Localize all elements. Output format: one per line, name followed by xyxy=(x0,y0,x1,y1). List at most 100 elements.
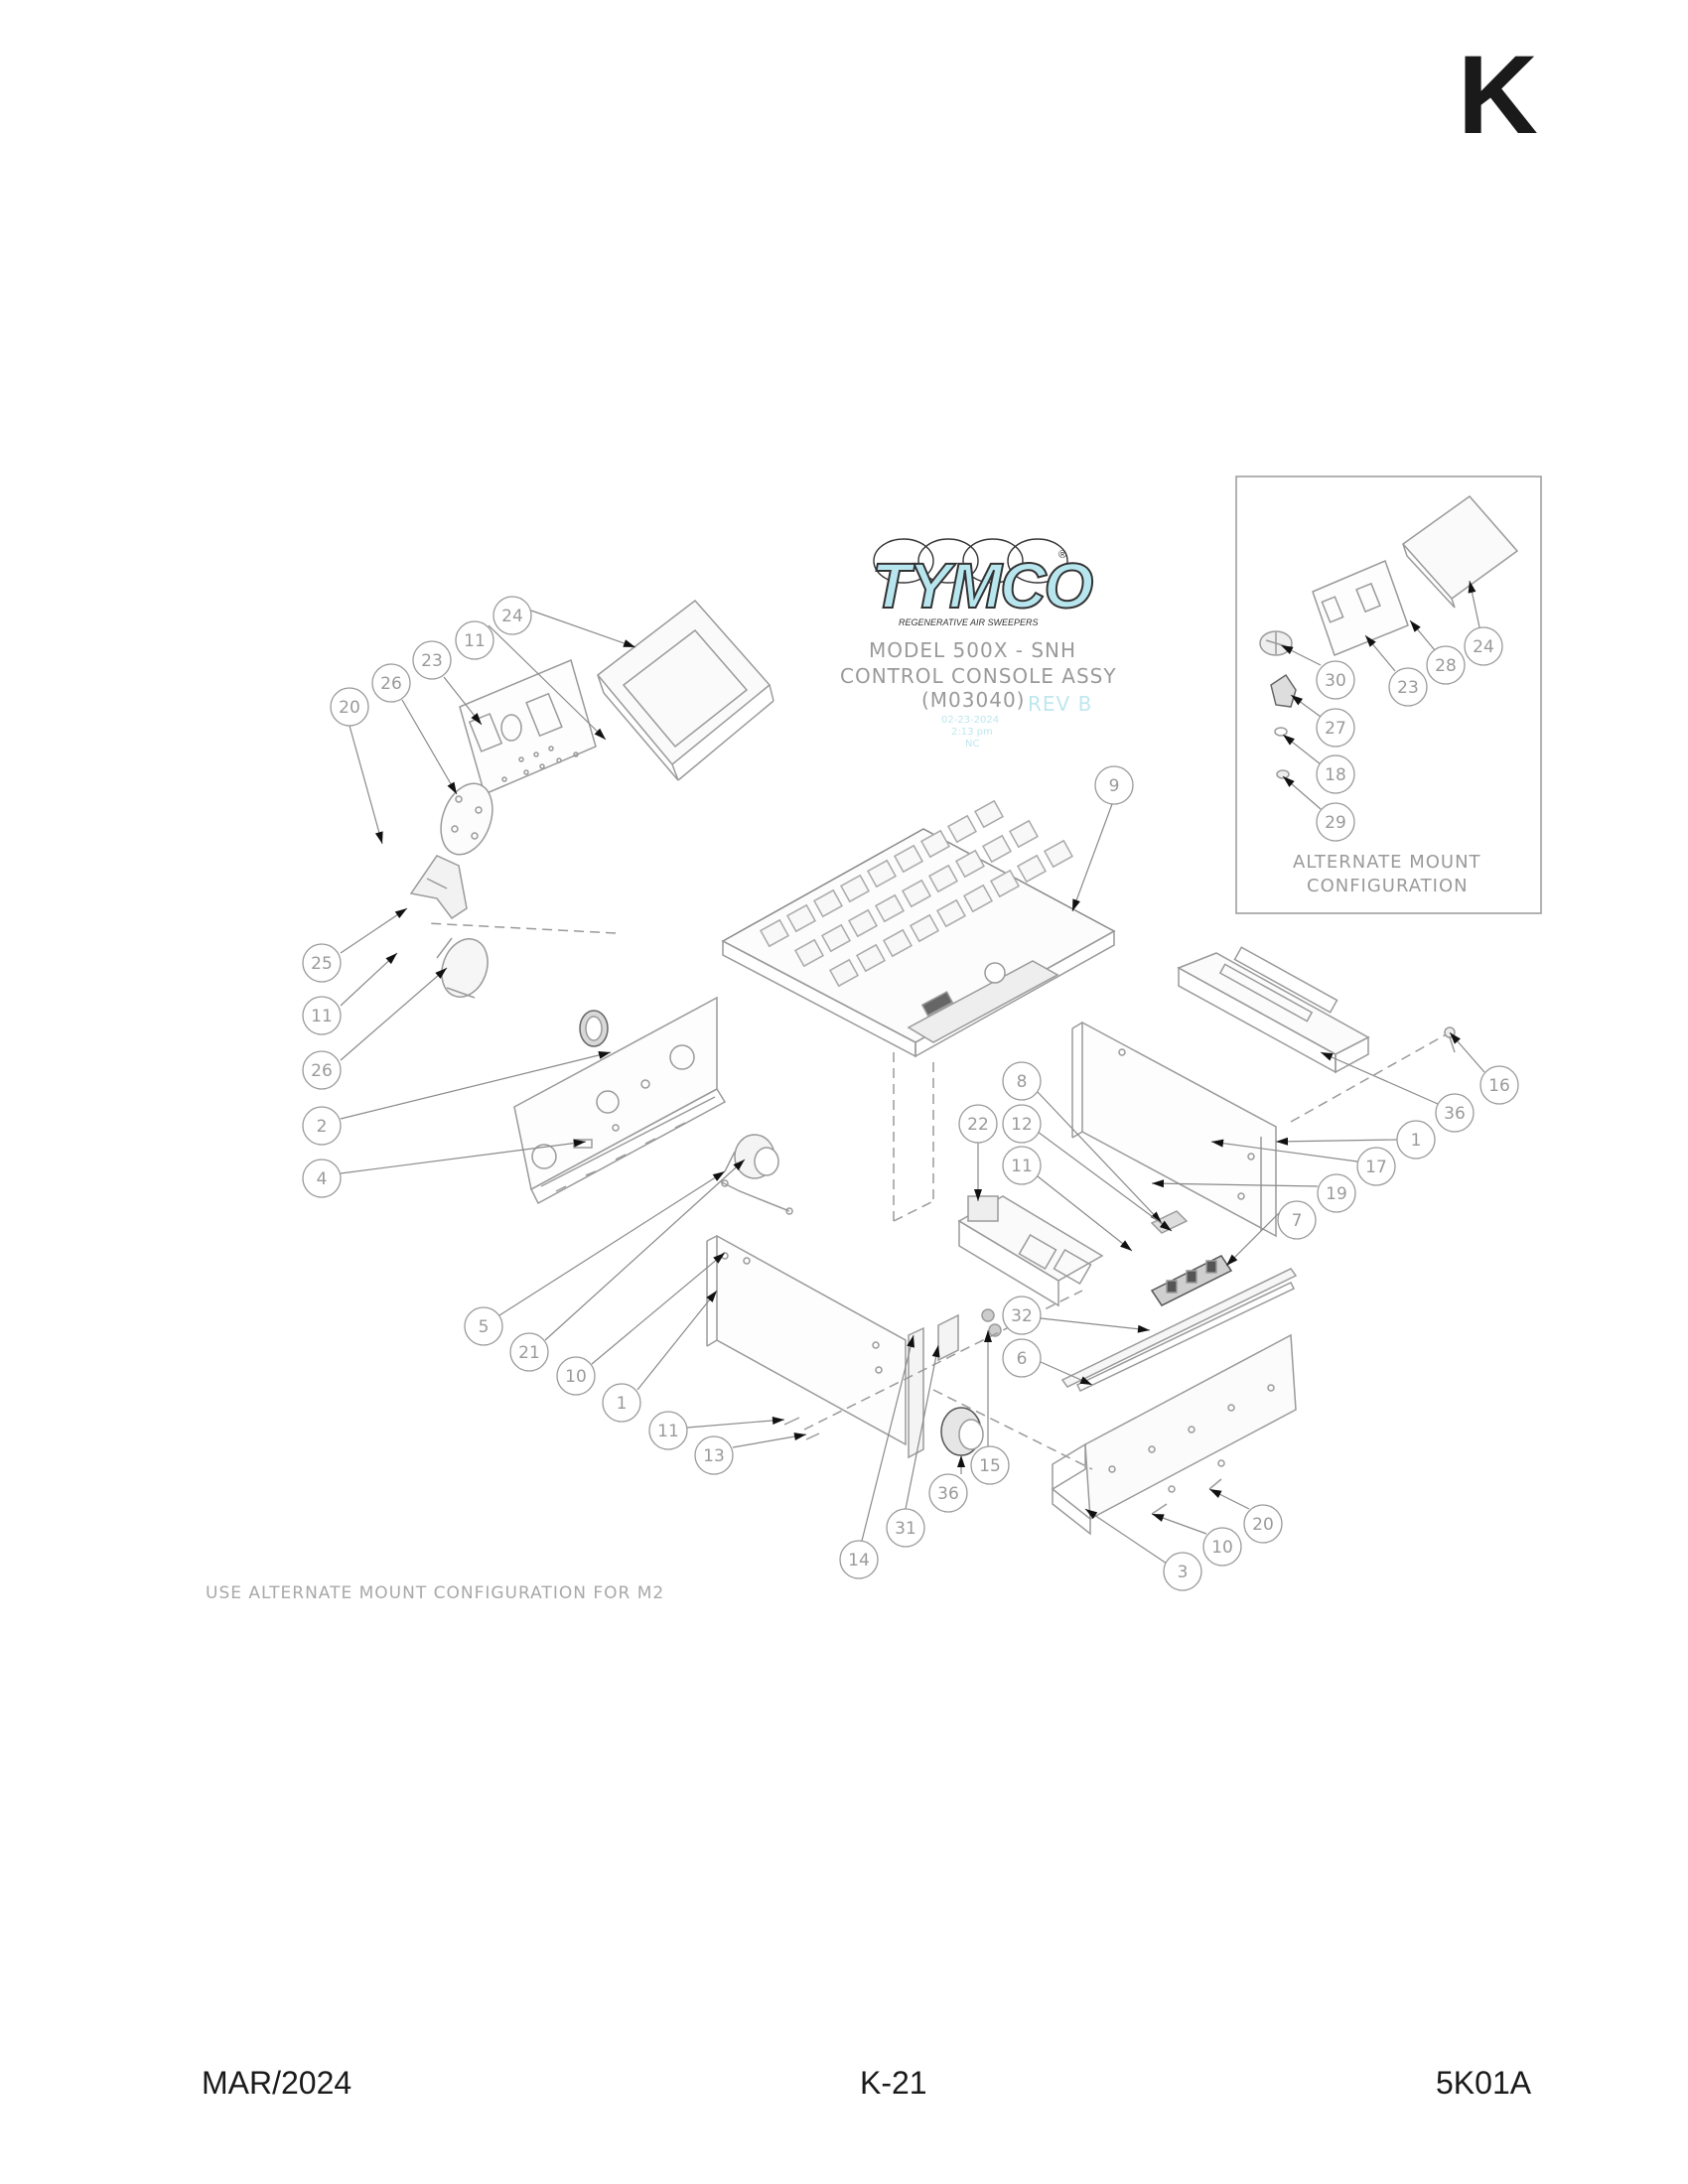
svg-text:15: 15 xyxy=(979,1456,1001,1476)
footer-date: MAR/2024 xyxy=(202,2065,352,2101)
callout-15: 15 xyxy=(970,1445,1010,1485)
svg-text:26: 26 xyxy=(380,674,402,694)
callout-31: 31 xyxy=(886,1508,925,1548)
callout-17: 17 xyxy=(1356,1147,1396,1186)
svg-text:23: 23 xyxy=(1397,678,1419,698)
svg-text:20: 20 xyxy=(1252,1515,1274,1535)
callout-9: 9 xyxy=(1094,765,1134,805)
top-right-cover xyxy=(1177,946,1370,1074)
callout-11: 11 xyxy=(302,996,342,1035)
callout-1: 1 xyxy=(602,1383,641,1423)
callout-18: 18 xyxy=(1316,754,1355,794)
svg-text:11: 11 xyxy=(657,1422,679,1441)
logo-brand: TYMCO xyxy=(872,550,1092,621)
svg-text:6: 6 xyxy=(1017,1349,1028,1369)
callout-7: 7 xyxy=(1277,1200,1317,1240)
svg-text:5: 5 xyxy=(479,1317,490,1337)
callout-27: 27 xyxy=(1316,708,1355,748)
svg-text:28: 28 xyxy=(1435,656,1457,676)
callout-29: 29 xyxy=(1316,802,1355,842)
svg-text:7: 7 xyxy=(1292,1211,1303,1231)
logo-tagline: REGENERATIVE AIR SWEEPERS xyxy=(899,617,1039,627)
callout-21: 21 xyxy=(509,1332,549,1372)
callout-16: 16 xyxy=(1479,1065,1519,1105)
svg-text:27: 27 xyxy=(1325,719,1346,739)
inset-caption-line2: CONFIGURATION xyxy=(1307,876,1469,896)
callout-1: 1 xyxy=(1396,1120,1436,1160)
svg-text:4: 4 xyxy=(317,1169,328,1189)
svg-text:3: 3 xyxy=(1178,1563,1189,1582)
svg-text:24: 24 xyxy=(1473,637,1494,657)
display-bracket xyxy=(459,658,597,796)
callout-10: 10 xyxy=(1202,1527,1242,1567)
inset-nut-29 xyxy=(1276,769,1290,779)
callout-36: 36 xyxy=(1435,1093,1475,1133)
nut-15 xyxy=(981,1308,1002,1337)
callout-20: 20 xyxy=(330,687,369,727)
svg-text:1: 1 xyxy=(1411,1131,1422,1151)
svg-text:23: 23 xyxy=(421,651,443,671)
svg-text:11: 11 xyxy=(1011,1157,1033,1176)
leader-lines xyxy=(340,580,1485,1565)
console-switch-rows xyxy=(759,799,1074,988)
svg-text:31: 31 xyxy=(895,1519,916,1539)
svg-text:1: 1 xyxy=(617,1394,628,1414)
callout-24: 24 xyxy=(492,596,532,635)
svg-text:19: 19 xyxy=(1326,1184,1347,1204)
inset-switch-27 xyxy=(1270,673,1297,708)
footer-page-number: K-21 xyxy=(860,2065,927,2101)
relay-block xyxy=(957,1195,1104,1307)
wire-harness xyxy=(719,1179,793,1215)
callout-23: 23 xyxy=(1388,667,1428,707)
left-side-panel xyxy=(513,996,727,1205)
callout-11: 11 xyxy=(648,1411,688,1450)
inset-caption: ALTERNATE MOUNT CONFIGURATION xyxy=(1293,852,1481,896)
svg-text:®: ® xyxy=(1058,549,1066,561)
callout-6: 6 xyxy=(1002,1338,1042,1378)
section-letter: K xyxy=(1458,33,1538,157)
svg-text:13: 13 xyxy=(703,1446,725,1466)
tymco-logo: TYMCO ® REGENERATIVE AIR SWEEPERS xyxy=(871,538,1095,627)
svg-text:11: 11 xyxy=(464,631,486,651)
title-block: MODEL 500X - SNH CONTROL CONSOLE ASSY (M… xyxy=(840,638,1116,750)
rotary-switch xyxy=(724,1134,779,1179)
callout-25: 25 xyxy=(302,943,342,983)
inset-bracket xyxy=(1312,559,1409,656)
svg-text:10: 10 xyxy=(565,1367,587,1387)
callout-11: 11 xyxy=(1002,1146,1042,1185)
callout-20: 20 xyxy=(1243,1504,1283,1544)
title-part: (M03040) xyxy=(921,688,1025,712)
callout-11: 11 xyxy=(455,620,494,660)
inset-washer-18 xyxy=(1274,727,1288,737)
callout-2: 2 xyxy=(302,1106,342,1146)
screw-20-10 xyxy=(1151,1478,1222,1515)
right-side-panel xyxy=(1071,1021,1277,1238)
callout-3: 3 xyxy=(1163,1552,1202,1591)
svg-text:10: 10 xyxy=(1211,1538,1233,1558)
svg-text:32: 32 xyxy=(1011,1306,1033,1326)
callout-12: 12 xyxy=(1002,1104,1042,1144)
svg-text:21: 21 xyxy=(518,1343,540,1363)
svg-text:16: 16 xyxy=(1488,1076,1510,1096)
svg-text:36: 36 xyxy=(1444,1104,1466,1124)
svg-text:24: 24 xyxy=(501,607,523,626)
callout-30: 30 xyxy=(1316,660,1355,700)
callout-14: 14 xyxy=(839,1540,879,1579)
title-rev: REV B xyxy=(1028,692,1092,716)
callout-26: 26 xyxy=(371,663,411,703)
svg-text:17: 17 xyxy=(1365,1158,1387,1177)
footer-code: 5K01A xyxy=(1436,2065,1532,2101)
svg-text:2: 2 xyxy=(317,1117,328,1137)
title-time: 2:13 pm xyxy=(951,727,993,738)
centre-bracket xyxy=(908,1313,959,1459)
lower-front-panel xyxy=(706,1234,907,1446)
title-date: 02-23-2024 xyxy=(941,715,999,726)
title-line1: MODEL 500X - SNH xyxy=(869,638,1076,662)
mount-note: USE ALTERNATE MOUNT CONFIGURATION FOR M2 xyxy=(206,1583,664,1603)
lower-right-rail xyxy=(1052,1333,1297,1536)
collar-ring xyxy=(579,1010,609,1047)
gasket xyxy=(440,782,493,856)
inset-caption-line1: ALTERNATE MOUNT xyxy=(1293,852,1481,873)
terminal-strip xyxy=(1150,1255,1233,1306)
callout-19: 19 xyxy=(1317,1173,1356,1213)
